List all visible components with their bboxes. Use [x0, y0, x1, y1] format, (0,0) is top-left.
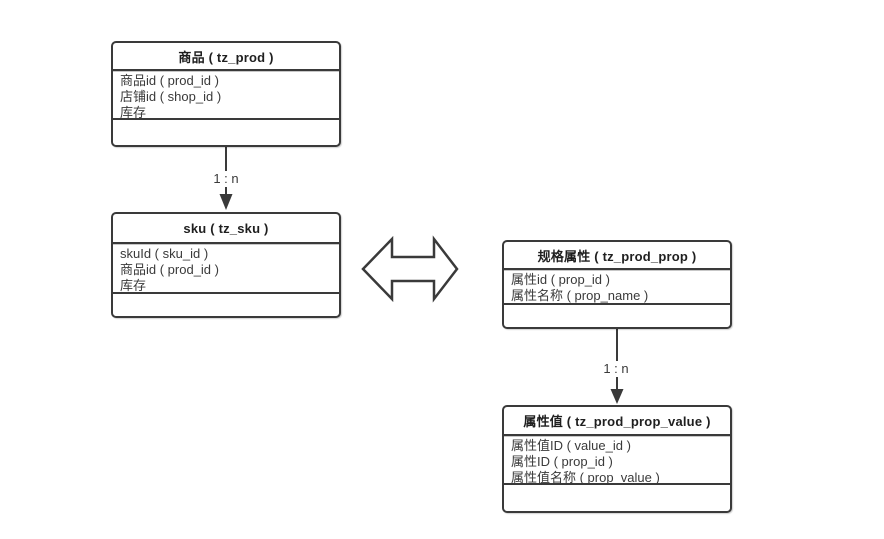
arrowhead-down-icon: [610, 389, 624, 404]
entity-field: 库存: [120, 277, 147, 293]
entity-prop-fields: 属性id ( prop_id ) 属性名称 ( prop_name ): [504, 270, 730, 305]
entity-prop-value-footer: [504, 485, 730, 511]
entity-field: 库存: [120, 104, 147, 120]
arrowhead-down-icon: [219, 194, 233, 210]
entity-sku-footer: [113, 294, 339, 316]
entity-field: skuId ( sku_id ): [120, 246, 209, 261]
entity-sku: sku ( tz_sku ) skuId ( sku_id ) 商品id ( p…: [111, 212, 341, 318]
cardinality-label: 1 : n: [204, 171, 248, 187]
entity-field: 属性值ID ( value_id ): [511, 438, 631, 453]
entity-field: 属性名称 ( prop_name ): [511, 287, 649, 303]
entity-prop-title: 规格属性 ( tz_prod_prop ): [504, 242, 730, 270]
entity-field: 属性id ( prop_id ): [511, 272, 610, 287]
entity-field: 属性值名称 ( prop_value ): [511, 469, 660, 485]
entity-field: 商品id ( prod_id ): [120, 261, 219, 277]
entity-prop-value: 属性值 ( tz_prod_prop_value ) 属性值ID ( value…: [502, 405, 732, 513]
entity-prod: 商品 ( tz_prod ) 商品id ( prod_id ) 店铺id ( s…: [111, 41, 341, 147]
double-arrow-icon: [361, 235, 459, 303]
entity-sku-title: sku ( tz_sku ): [113, 214, 339, 244]
entity-prop-value-fields: 属性值ID ( value_id ) 属性ID ( prop_id ) 属性值名…: [504, 436, 730, 485]
entity-field: 属性ID ( prop_id ): [511, 453, 613, 469]
entity-field: 商品id ( prod_id ): [120, 73, 219, 88]
entity-field: 店铺id ( shop_id ): [120, 88, 222, 104]
entity-prod-fields: 商品id ( prod_id ) 店铺id ( shop_id ) 库存: [113, 71, 339, 120]
entity-prop-footer: [504, 305, 730, 327]
entity-prod-title: 商品 ( tz_prod ): [113, 43, 339, 71]
entity-sku-fields: skuId ( sku_id ) 商品id ( prod_id ) 库存: [113, 244, 339, 294]
entity-prop: 规格属性 ( tz_prod_prop ) 属性id ( prop_id ) 属…: [502, 240, 732, 329]
cardinality-label: 1 : n: [594, 361, 638, 377]
entity-prop-value-title: 属性值 ( tz_prod_prop_value ): [504, 407, 730, 436]
entity-prod-footer: [113, 120, 339, 145]
